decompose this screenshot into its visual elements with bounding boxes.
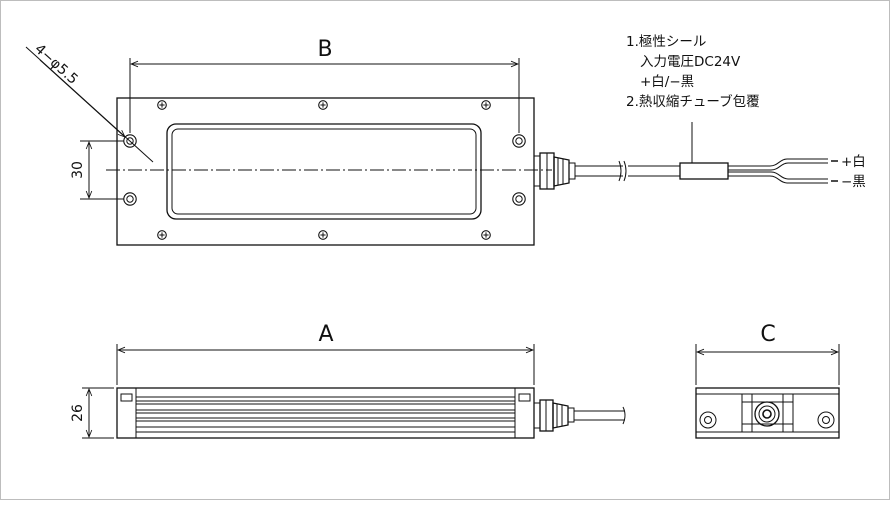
dimension-hole-width: 30	[70, 140, 124, 200]
hole-callout-label: 4−φ5.5	[31, 41, 80, 88]
notes: 1.極性シール 入力電圧DC24V +白/−黒 2.熱収縮チューブ包覆	[626, 34, 760, 110]
mounting-hole	[123, 192, 137, 206]
dimension-hole-width-label: 30	[70, 161, 86, 179]
side-hole	[699, 411, 717, 429]
window-outer	[166, 123, 482, 220]
end-cap-right	[514, 387, 535, 439]
front-view	[116, 387, 626, 439]
dimension-a: A	[116, 322, 535, 385]
dimension-height-label: 26	[70, 404, 86, 422]
screw-icon	[481, 230, 491, 240]
dimension-height: 26	[70, 387, 114, 439]
side-view	[695, 387, 840, 439]
dimension-a-label: A	[318, 322, 333, 347]
screw-icon	[318, 230, 328, 240]
window-inner	[171, 128, 477, 215]
mounting-hole	[512, 134, 526, 148]
screw-icon	[318, 100, 328, 110]
cable	[575, 160, 680, 182]
top-view	[106, 97, 828, 246]
note-line-2: 入力電圧DC24V	[640, 54, 741, 70]
dimension-b-label: B	[317, 37, 332, 62]
mounting-hole	[512, 192, 526, 206]
dimension-b: B	[129, 37, 520, 133]
gland-end	[754, 401, 780, 427]
cable-gland	[533, 152, 576, 190]
wire-positive-label: +白	[841, 154, 866, 170]
dimension-c-label: C	[760, 322, 775, 347]
wire-labels: +白 −黒	[831, 154, 866, 190]
note-line-1: 1.極性シール	[626, 34, 706, 50]
screw-icon	[481, 100, 491, 110]
screw-icon	[157, 230, 167, 240]
housing-outline	[116, 97, 535, 246]
wire-split	[728, 158, 828, 184]
cable-gland-side	[533, 399, 626, 432]
heat-shrink-tube	[679, 162, 729, 180]
dimension-c: C	[695, 322, 840, 385]
side-body	[695, 387, 840, 439]
wire-negative-label: −黒	[841, 174, 866, 190]
screw-icon	[157, 100, 167, 110]
side-hole	[817, 411, 835, 429]
note-line-3: +白/−黒	[640, 74, 694, 90]
note-line-4: 2.熱収縮チューブ包覆	[626, 93, 760, 110]
end-cap-left	[116, 387, 137, 439]
